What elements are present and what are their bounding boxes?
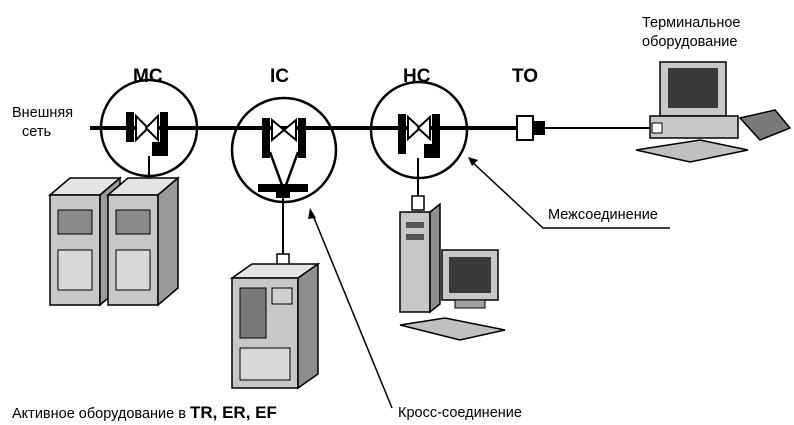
to-outlet [516,115,545,141]
hc-node [369,80,469,211]
terminal-label-line2: оборудование [642,34,738,50]
active-equipment-codes: TR, ER, EF [189,403,277,422]
cross-connect-pointer [311,212,393,409]
external-net-label-line2: сеть [22,124,52,140]
hc-label: HC [403,66,431,87]
terminal-label-line1: Терминальное [642,15,741,31]
ic-node [230,96,338,269]
external-net-label-line1: Внешняя [12,105,74,121]
mc-label: MC [133,66,163,87]
active-equipment-prefix: Активное оборудование в [12,406,186,422]
ic-label: IC [270,66,289,87]
terminal-workstation [635,61,792,163]
interconnect-pointer [469,159,670,229]
interconnect-label: Межсоединение [548,207,658,223]
cross-connect-label: Кросс-соединение [398,405,522,421]
active-equipment-label: Активное оборудование в TR, ER, EF [12,404,277,423]
mc-rack-equipment [47,176,181,307]
ic-cabinet-equipment [229,262,321,390]
hc-workstation [399,202,506,341]
to-label: TO [512,66,539,87]
